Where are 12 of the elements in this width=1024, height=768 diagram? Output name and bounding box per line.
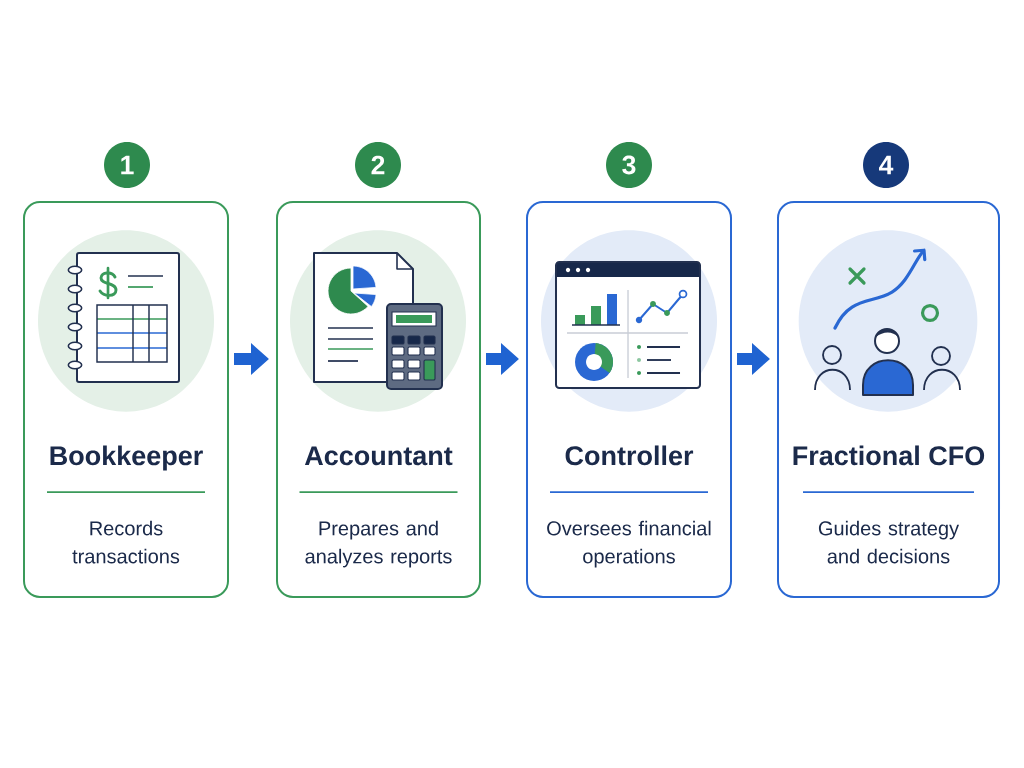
role-description: Oversees financial operations — [547, 520, 711, 568]
role-description: Prepares and analyzes reports — [305, 520, 452, 568]
role-description: Guides strategy and decisions — [818, 520, 960, 564]
role-title: Accountant — [304, 446, 453, 466]
role-title: Controller — [565, 445, 694, 466]
step-number: 4 — [863, 142, 909, 188]
step-number: 1 — [104, 142, 150, 188]
step-number: 2 — [355, 142, 401, 188]
step-number: 3 — [606, 142, 652, 188]
role-description: Records transactions — [72, 520, 180, 564]
role-title: Fractional CFO — [793, 445, 985, 466]
role-title: Bookkeeper — [50, 445, 203, 471]
